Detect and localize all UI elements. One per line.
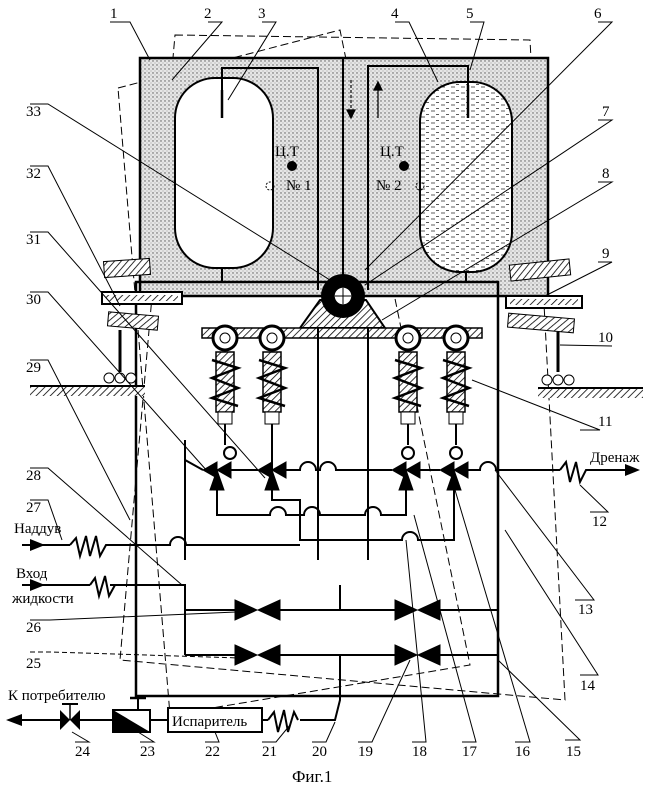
support-right <box>506 259 582 385</box>
ground <box>30 386 643 398</box>
label-33: 33 <box>26 104 41 120</box>
label-10: 10 <box>598 330 613 346</box>
label-5: 5 <box>466 6 474 22</box>
tank-1-label: Ц.Т <box>275 144 299 160</box>
tank-2-number: № 2 <box>376 178 402 194</box>
label-14: 14 <box>580 678 596 694</box>
spring-beam <box>202 328 482 338</box>
drain-label: Дренаж <box>590 450 640 466</box>
label-4: 4 <box>391 6 399 22</box>
label-30: 30 <box>26 292 41 308</box>
tank-1 <box>175 78 273 268</box>
evaporator-label: Испаритель <box>172 714 247 730</box>
regulator-23 <box>113 698 150 732</box>
label-16: 16 <box>515 744 531 760</box>
flexible-hoses <box>70 462 592 732</box>
label-22: 22 <box>205 744 220 760</box>
label-6: 6 <box>594 6 602 22</box>
spring-unit-3 <box>395 326 421 459</box>
pressurization-label: Наддув <box>14 521 61 537</box>
tank-1-number: № 1 <box>286 178 312 194</box>
liquid-in-label-2: жидкости <box>11 591 74 607</box>
label-29: 29 <box>26 360 41 376</box>
label-26: 26 <box>26 620 42 636</box>
label-18: 18 <box>412 744 427 760</box>
label-32: 32 <box>26 166 41 182</box>
label-1: 1 <box>110 6 118 22</box>
label-28: 28 <box>26 468 41 484</box>
pivot-pipes <box>318 328 368 560</box>
spring-unit-1 <box>212 326 238 459</box>
liquid-in-label-1: Вход <box>16 566 48 582</box>
label-27: 27 <box>26 500 42 516</box>
label-23: 23 <box>140 744 155 760</box>
label-13: 13 <box>578 602 593 618</box>
label-15: 15 <box>566 744 581 760</box>
figure-caption: Фиг.1 <box>292 767 332 786</box>
label-25: 25 <box>26 656 41 672</box>
label-2: 2 <box>204 6 212 22</box>
label-20: 20 <box>312 744 327 760</box>
label-12: 12 <box>592 514 607 530</box>
pipework <box>110 440 560 720</box>
label-17: 17 <box>462 744 478 760</box>
label-9: 9 <box>602 246 610 262</box>
external-lines <box>20 470 625 720</box>
spring-unit-2 <box>259 326 285 470</box>
label-7: 7 <box>602 104 610 120</box>
label-8: 8 <box>602 166 610 182</box>
to-consumer-label: К потребителю <box>8 688 106 704</box>
label-24: 24 <box>75 744 91 760</box>
label-19: 19 <box>358 744 373 760</box>
external-arrows <box>6 464 640 726</box>
valve-24 <box>60 704 80 730</box>
label-11: 11 <box>598 414 612 430</box>
label-3: 3 <box>258 6 266 22</box>
label-21: 21 <box>262 744 277 760</box>
tank-2 <box>420 82 512 272</box>
label-31: 31 <box>26 232 41 248</box>
tank-2-label: Ц.Т <box>380 144 404 160</box>
spring-unit-4 <box>443 326 469 459</box>
